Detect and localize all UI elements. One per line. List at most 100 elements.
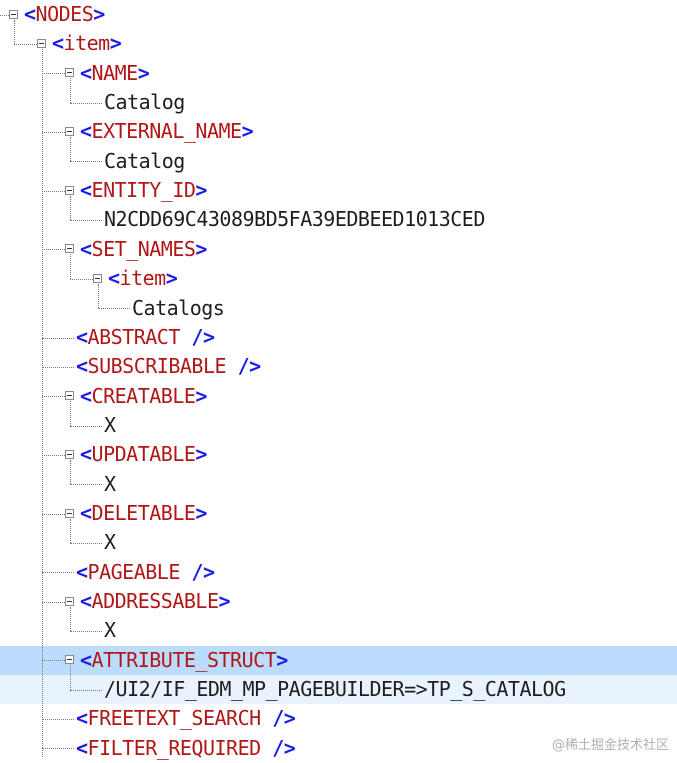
tree-connector xyxy=(42,455,65,456)
tree-connector xyxy=(98,308,130,309)
text-value: X xyxy=(104,530,116,554)
xml-tag-nodes[interactable]: <NODES> xyxy=(24,0,105,29)
collapse-icon[interactable] xyxy=(37,39,46,48)
tag-name: SUBSCRIBABLE xyxy=(87,354,227,378)
tree-guide-line xyxy=(70,401,71,426)
collapse-icon[interactable] xyxy=(65,391,74,400)
open-angle-bracket: < xyxy=(76,560,88,584)
tag-name: PAGEABLE xyxy=(87,560,181,584)
self-closing-bracket: /> xyxy=(179,560,215,584)
tag-name: ADDRESSABLE xyxy=(91,589,219,613)
xml-tag-name[interactable]: <NAME> xyxy=(80,59,150,88)
self-closing-bracket: /> xyxy=(260,736,296,760)
node-text-value: X xyxy=(104,470,116,499)
open-angle-bracket: < xyxy=(52,31,64,55)
tree-connector xyxy=(42,572,74,573)
collapse-icon[interactable] xyxy=(65,68,74,77)
close-angle-bracket: > xyxy=(218,589,231,613)
open-angle-bracket: < xyxy=(80,384,92,408)
collapse-icon[interactable] xyxy=(65,450,74,459)
xml-tag-attribute-struct[interactable]: <ATTRIBUTE_STRUCT> xyxy=(80,646,288,675)
xml-tag-filter-required[interactable]: <FILTER_REQUIRED /> xyxy=(76,734,296,763)
tree-connector xyxy=(70,631,102,632)
close-angle-bracket: > xyxy=(195,237,207,261)
close-angle-bracket: > xyxy=(195,178,207,202)
collapse-icon[interactable] xyxy=(65,597,74,606)
tree-connector xyxy=(42,338,74,339)
tree-guide-line xyxy=(70,665,71,690)
tree-guide-line xyxy=(14,20,15,44)
xml-tag-entity-id[interactable]: <ENTITY_ID> xyxy=(80,176,207,205)
xml-tag-addressable[interactable]: <ADDRESSABLE> xyxy=(80,587,231,616)
node-text-value: X xyxy=(104,616,116,645)
collapse-icon[interactable] xyxy=(65,186,74,195)
close-angle-bracket: > xyxy=(137,61,150,85)
close-angle-bracket: > xyxy=(276,648,288,672)
text-value: Catalog xyxy=(104,90,185,114)
text-value: /UI2/IF_EDM_MP_PAGEBUILDER=>TP_S_CATALOG xyxy=(104,677,566,701)
collapse-icon[interactable] xyxy=(65,509,74,518)
tree-connector xyxy=(42,367,74,368)
text-value: Catalog xyxy=(104,149,185,173)
xml-tag-pageable[interactable]: <PAGEABLE /> xyxy=(76,558,215,587)
node-text-value: /UI2/IF_EDM_MP_PAGEBUILDER=>TP_S_CATALOG xyxy=(104,675,566,704)
close-angle-bracket: > xyxy=(195,384,207,408)
text-value: Catalogs xyxy=(132,296,225,320)
tag-name: item xyxy=(119,266,167,290)
xml-tag-item[interactable]: <item> xyxy=(52,29,122,58)
text-value: X xyxy=(104,472,116,496)
xml-tag-deletable[interactable]: <DELETABLE> xyxy=(80,499,207,528)
node-text-value: Catalog xyxy=(104,88,185,117)
open-angle-bracket: < xyxy=(80,237,92,261)
xml-tag-abstract[interactable]: <ABSTRACT /> xyxy=(76,323,215,352)
open-angle-bracket: < xyxy=(76,325,88,349)
watermark: @稀土掘金技术社区 xyxy=(551,738,669,753)
tag-name: SET_NAMES xyxy=(91,237,196,261)
collapse-icon[interactable] xyxy=(93,274,102,283)
tag-name: EXTERNAL_NAME xyxy=(91,119,243,143)
tree-connector xyxy=(42,73,65,74)
tree-guide-line xyxy=(98,284,99,308)
tree-connector xyxy=(14,44,37,45)
tree-guide-line xyxy=(70,254,71,279)
tag-name: DELETABLE xyxy=(91,501,196,525)
collapse-icon[interactable] xyxy=(65,655,74,664)
open-angle-bracket: < xyxy=(80,119,92,143)
tag-name: FILTER_REQUIRED xyxy=(87,736,262,760)
tree-guide-line xyxy=(42,49,43,748)
tree-guide-line xyxy=(70,607,71,631)
tag-name: UPDATABLE xyxy=(91,442,196,466)
node-text-value: X xyxy=(104,528,116,557)
node-text-value: Catalogs xyxy=(132,294,225,323)
tree-connector xyxy=(42,191,65,192)
collapse-icon[interactable] xyxy=(65,127,74,136)
self-closing-bracket: /> xyxy=(226,354,262,378)
open-angle-bracket: < xyxy=(80,442,92,466)
tree-connector xyxy=(42,719,74,720)
tree-connector xyxy=(42,396,65,397)
xml-tag-set-names[interactable]: <SET_NAMES> xyxy=(80,235,207,264)
close-angle-bracket: > xyxy=(165,266,178,290)
xml-tag-creatable[interactable]: <CREATABLE> xyxy=(80,382,207,411)
xml-tag-updatable[interactable]: <UPDATABLE> xyxy=(80,440,207,469)
collapse-icon[interactable] xyxy=(65,244,74,253)
tree-connector xyxy=(70,690,102,691)
tree-guide-line xyxy=(70,196,71,220)
tag-name: ABSTRACT xyxy=(87,325,181,349)
xml-tag-item[interactable]: <item> xyxy=(108,264,178,293)
open-angle-bracket: < xyxy=(80,648,92,672)
collapse-icon[interactable] xyxy=(9,10,18,19)
xml-tag-subscribable[interactable]: <SUBSCRIBABLE /> xyxy=(76,352,261,381)
xml-tag-freetext-search[interactable]: <FREETEXT_SEARCH /> xyxy=(76,704,296,733)
tree-row[interactable] xyxy=(0,646,677,675)
tag-name: CREATABLE xyxy=(91,384,196,408)
xml-tag-external-name[interactable]: <EXTERNAL_NAME> xyxy=(80,117,254,146)
text-value: N2CDD69C43089BD5FA39EDBEED1013CED xyxy=(104,207,485,231)
tree-connector xyxy=(70,543,102,544)
tree-guide-line xyxy=(70,137,71,161)
close-angle-bracket: > xyxy=(195,442,207,466)
tag-name: FREETEXT_SEARCH xyxy=(87,706,262,730)
text-value: X xyxy=(104,618,116,642)
tree-row[interactable] xyxy=(0,675,677,704)
